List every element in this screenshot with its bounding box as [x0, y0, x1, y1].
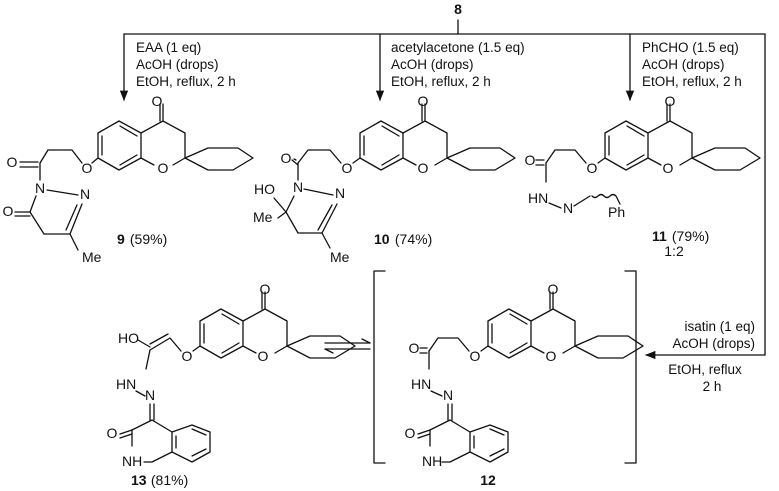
compound-11-id: 11	[652, 228, 667, 244]
ether-o-label: O	[587, 160, 598, 176]
compound-12-id: 12	[480, 472, 496, 488]
condition-text: AcOH (drops)	[391, 57, 474, 72]
condition-text: EtOH, reflux	[668, 362, 742, 377]
condition-text: 2 h	[703, 379, 722, 394]
compound-9-id: 9	[117, 231, 125, 247]
condition-text: acetylacetone (1.5 eq)	[391, 40, 525, 55]
hydroxy-label: HO	[254, 181, 275, 197]
structure-compound-11: O O O O HN N Ph	[525, 93, 761, 220]
nh-label: NH	[122, 453, 142, 469]
compound-13-yield: (81%)	[147, 472, 188, 488]
n-label: N	[293, 179, 303, 195]
carbonyl-o-label: O	[525, 152, 536, 168]
n-label: N	[145, 387, 155, 403]
equilibrium-arrow	[324, 338, 371, 354]
nh-label: NH	[422, 453, 442, 469]
conditions-branch-10: acetylacetone (1.5 eq) AcOH (drops) EtOH…	[391, 40, 525, 89]
label-compound-10: 10 (74%)	[374, 231, 432, 247]
condition-text: EtOH, reflux, 2 h	[391, 74, 491, 89]
nh-label: HN	[411, 376, 431, 392]
nh-label: HN	[116, 376, 136, 392]
bracket-right	[624, 270, 637, 464]
methyl-label: Me	[330, 249, 350, 265]
n-label: N	[563, 200, 573, 216]
ketone-o-label: O	[665, 93, 676, 109]
n-label: N	[335, 185, 345, 201]
compound-10-yield: (74%)	[391, 231, 432, 247]
condition-text: AcOH (drops)	[136, 57, 219, 72]
bracket-left	[373, 270, 386, 464]
label-compound-9: 9 (59%)	[117, 231, 167, 247]
n-label: N	[80, 186, 90, 202]
ketone-o-label: O	[152, 93, 163, 109]
conditions-branch-9: EAA (1 eq) AcOH (drops) EtOH, reflux, 2 …	[136, 40, 236, 89]
compound-11-ratio: 1:2	[664, 243, 684, 259]
nh-label: HN	[528, 190, 548, 206]
ketone-o-label: O	[260, 281, 271, 297]
n-label: N	[35, 180, 45, 196]
ring-o-label: O	[418, 160, 429, 176]
ring-o-label: O	[158, 160, 169, 176]
structure-compound-10: O O O O N N HO Me Me	[253, 93, 516, 265]
ring-o-label: O	[546, 348, 557, 364]
label-compound-13: 13 (81%)	[131, 472, 188, 488]
methyl-label: Me	[253, 209, 273, 225]
start-compound-label: 8	[454, 1, 462, 17]
ether-o-label: O	[182, 348, 193, 364]
carbonyl-o-label: O	[281, 150, 292, 166]
compound-10-id: 10	[374, 231, 390, 247]
condition-text: PhCHO (1.5 eq)	[642, 40, 739, 55]
conditions-isatin: isatin (1 eq) AcOH (drops) EtOH, reflux …	[668, 319, 755, 394]
ether-o-label: O	[342, 160, 353, 176]
label-compound-11: 11 (79%) 1:2	[652, 228, 709, 259]
structure-compound-12: O O O O HN N O NH	[405, 281, 644, 469]
n-label: N	[443, 387, 453, 403]
ring-o-label: O	[258, 348, 269, 364]
carbonyl-o-label: O	[405, 425, 416, 441]
compound-13-id: 13	[131, 472, 147, 488]
ether-o-label: O	[470, 348, 481, 364]
methyl-label: Me	[82, 249, 102, 265]
condition-text: AcOH (drops)	[642, 57, 725, 72]
hydroxy-label: HO	[118, 330, 139, 346]
compound-11-yield: (79%)	[668, 228, 709, 244]
phenyl-label: Ph	[608, 204, 625, 220]
ring-o-label: O	[663, 160, 674, 176]
ether-o-label: O	[82, 160, 93, 176]
condition-text: isatin (1 eq)	[684, 319, 755, 334]
condition-text: EAA (1 eq)	[136, 40, 201, 55]
carbonyl-o-label: O	[409, 340, 420, 356]
ketone-o-label: O	[418, 93, 429, 109]
structure-compound-9: O O O O N N O Me	[3, 93, 254, 265]
ketone-o-label: O	[548, 281, 559, 297]
condition-text: AcOH (drops)	[672, 336, 755, 351]
conditions-branch-11: PhCHO (1.5 eq) AcOH (drops) EtOH, reflux…	[642, 40, 742, 89]
carbonyl-o-label: O	[3, 203, 14, 219]
carbonyl-o-label: O	[107, 425, 118, 441]
compound-9-yield: (59%)	[126, 231, 167, 247]
carbonyl-o-label: O	[7, 154, 18, 170]
condition-text: EtOH, reflux, 2 h	[136, 74, 236, 89]
structure-compound-13: O O O HO HN N O NH	[107, 281, 356, 469]
condition-text: EtOH, reflux, 2 h	[642, 74, 742, 89]
